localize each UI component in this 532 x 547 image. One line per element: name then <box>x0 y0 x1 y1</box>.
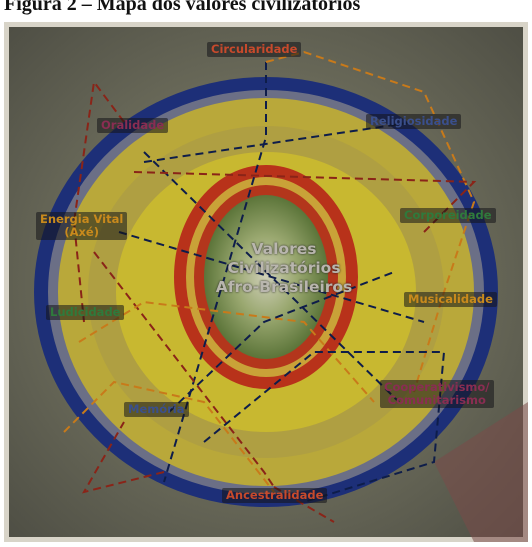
connector-energia-ancestralidade <box>93 251 275 488</box>
center-title-line-2: Civilizatórios <box>227 259 341 277</box>
label-oralidade: Oralidade <box>97 118 169 133</box>
connector-memoria-musicalidade <box>203 351 446 503</box>
connector-ludicidade-cooperativismo <box>78 300 375 403</box>
green-core <box>204 195 328 359</box>
connector-circularidade-memoria <box>163 62 267 483</box>
figure-caption-text: Figura 2 – Mapa dos valores civilizatóri… <box>4 0 361 15</box>
connector-ancestralidade-bottom <box>273 486 335 523</box>
label-energia-vital-line-2: (Axé) <box>64 225 99 239</box>
connector-memoria-loop <box>81 421 165 494</box>
paper-corner-stain <box>434 402 528 542</box>
center-title-line-1: Valores <box>251 240 317 258</box>
connection-lines <box>63 50 477 523</box>
values-diagram <box>4 22 528 542</box>
label-corporeidade: Corporeidade <box>400 208 496 223</box>
label-cooperativismo-line-2: Comunitarismo <box>387 393 486 407</box>
label-religiosidade: Religiosidade <box>366 114 462 129</box>
connector-oralidade-cooperativismo <box>143 151 400 403</box>
figure-caption: Figura 2 – Mapa dos valores civilizatóri… <box>0 0 532 24</box>
connector-oralidade-ludicidade <box>72 79 125 323</box>
label-circularidade: Circularidade <box>207 42 302 57</box>
label-musicalidade: Musicalidade <box>404 292 497 307</box>
connector-energia-musicalidade <box>118 231 425 323</box>
label-cooperativismo: Cooperativismo/ Comunitarismo <box>380 380 494 408</box>
label-memoria: Memória <box>124 402 189 417</box>
label-ludicidade: Ludicidade <box>46 305 125 320</box>
connector-memoria-corporeidade <box>168 271 395 413</box>
center-title-line-3: Afro-Brasileiros <box>215 278 353 296</box>
center-title: Valores Civilizatórios Afro-Brasileiros <box>199 240 369 297</box>
diagram-frame: Valores Civilizatórios Afro-Brasileiros … <box>4 22 528 542</box>
label-ancestralidade: Ancestralidade <box>222 488 328 503</box>
label-energia-vital-line-1: Energia Vital <box>40 212 124 226</box>
connector-energia-corporeidade <box>133 171 477 233</box>
label-cooperativismo-line-1: Cooperativismo/ <box>384 380 490 394</box>
label-energia-vital: Energia Vital (Axé) <box>36 212 128 240</box>
